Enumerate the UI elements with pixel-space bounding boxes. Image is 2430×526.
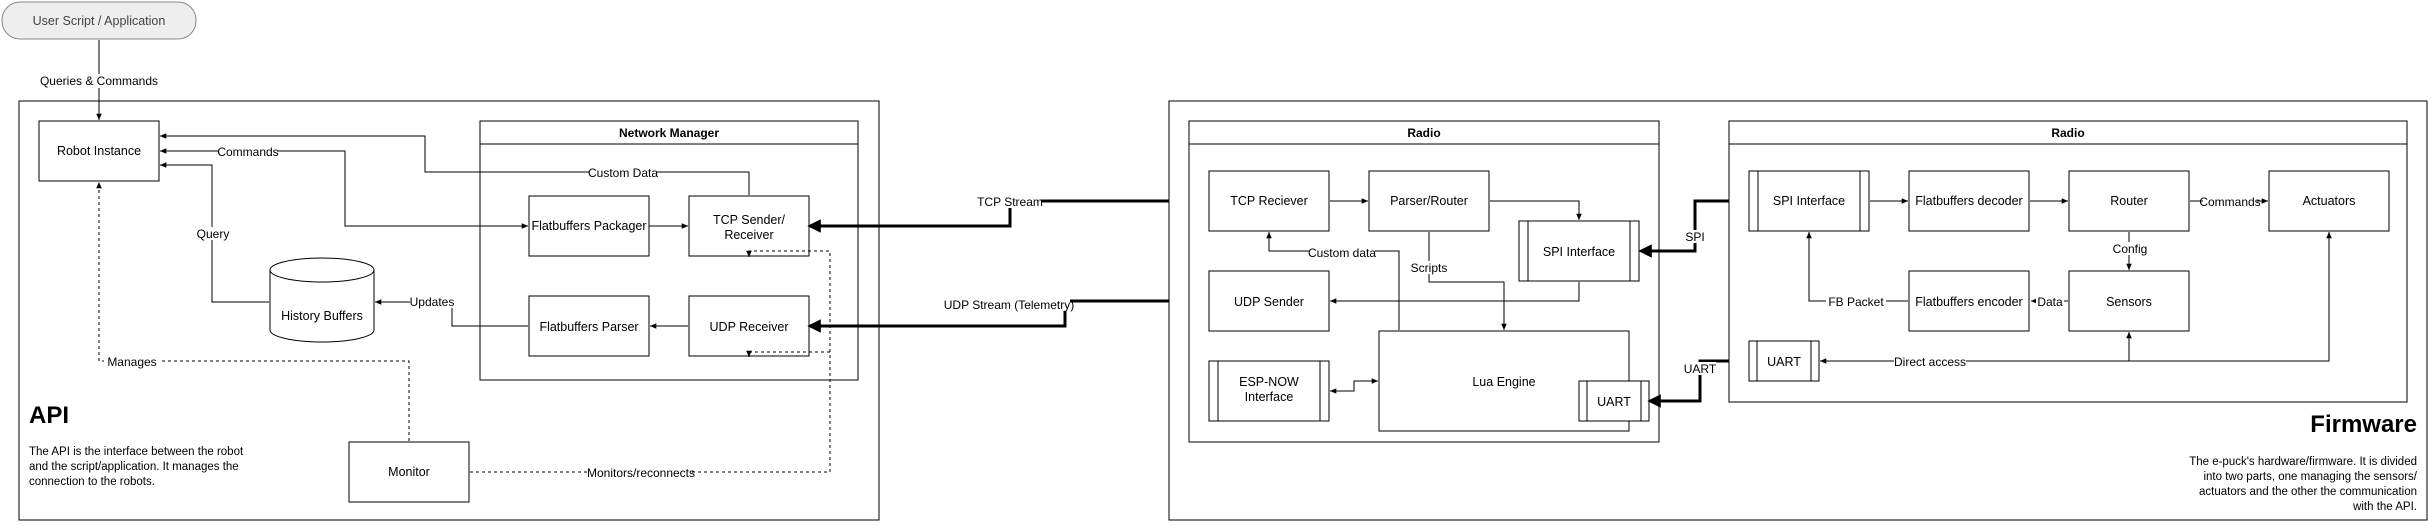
firmware-desc-line-2: into two parts, one managing the sensors… (2203, 471, 2417, 483)
uart-link (1647, 354, 1751, 408)
edge-monitors-udp (746, 350, 830, 357)
tcp-stream-link (807, 194, 1210, 233)
radio-right-title: Radio (2051, 126, 2084, 140)
tcp-stream-label: TCP Stream (977, 195, 1043, 209)
robot-instance-label: Robot Instance (57, 144, 141, 158)
lua-engine-label: Lua Engine (1472, 375, 1535, 389)
udp-receiver-label: UDP Receiver (710, 320, 789, 334)
flatbuffers-parser-node (528, 295, 650, 357)
spi-interface-left-label: SPI Interface (1543, 245, 1615, 259)
flatbuffers-decoder-node (1908, 170, 2030, 232)
spi-link-label: SPI (1685, 230, 1704, 244)
firmware-title: Firmware (2310, 411, 2417, 438)
network-manager-title: Network Manager (619, 126, 719, 140)
api-desc-line-3: connection to the robots. (29, 476, 155, 488)
edge-direct-access (1820, 232, 2332, 364)
firmware-desc-line-3: actuators and the other the communicatio… (2199, 486, 2417, 498)
uart-left-node (1578, 380, 1650, 422)
esp-now-interface-node (1208, 360, 1330, 422)
flatbuffers-packager-node (528, 195, 650, 257)
edge-custom-data-label: Custom Data (588, 166, 658, 180)
firmware-desc-line-1: The e-puck's hardware/firmware. It is di… (2189, 456, 2417, 468)
api-desc-line-1: The API is the interface between the rob… (29, 446, 244, 458)
router-label: Router (2110, 194, 2148, 208)
edge-manages-label: Manages (107, 355, 156, 369)
parser-router-node (1368, 170, 1490, 232)
edge-parser-to-spi (1490, 200, 1582, 220)
api-desc-line-2: and the script/application. It manages t… (29, 461, 239, 473)
uart-link-label: UART (1684, 362, 1717, 376)
edge-config-label: Config (2113, 242, 2148, 256)
edge-updates-label: Updates (410, 295, 455, 309)
router-node (2068, 170, 2190, 232)
spi-link (1638, 194, 1751, 258)
edge-monitors-tcp (470, 250, 831, 473)
esp-now-label-1: ESP-NOW (1239, 375, 1299, 389)
edge-esp-lua (1330, 378, 1378, 394)
edge-scripts (1428, 232, 1507, 330)
user-script-node (1, 1, 197, 40)
edge-query-label: Query (197, 227, 230, 241)
sensors-label: Sensors (2106, 295, 2152, 309)
actuators-node (2268, 170, 2390, 232)
history-buffers-node (269, 257, 375, 343)
uart-right-label: UART (1767, 355, 1801, 369)
edge-commands-fw-label: Commands (2199, 195, 2260, 209)
edge-scripts-label: Scripts (1411, 261, 1448, 275)
flatbuffers-packager-label: Flatbuffers Packager (531, 219, 646, 233)
edge-fb-packet-label: FB Packet (1828, 295, 1884, 309)
edge-direct-access-label: Direct access (1894, 355, 1966, 369)
flatbuffers-parser-label: Flatbuffers Parser (539, 320, 638, 334)
uart-left-label: UART (1597, 395, 1631, 409)
tcp-sender-receiver-label-2: Receiver (724, 228, 773, 242)
udp-stream-label: UDP Stream (Telemetry) (944, 298, 1074, 312)
history-buffers-label: History Buffers (281, 309, 363, 323)
radio-right-container (1728, 120, 2408, 403)
tcp-sender-receiver-node (688, 195, 810, 257)
tcp-reciever-label: TCP Reciever (1230, 194, 1308, 208)
user-script-label: User Script / Application (33, 14, 166, 28)
flatbuffers-encoder-label: Flatbuffers encoder (1915, 295, 2022, 309)
edge-manages (96, 182, 410, 441)
edge-custom-data (160, 133, 750, 195)
radio-left-title: Radio (1407, 126, 1440, 140)
edge-monitors-label: Monitors/reconnects (587, 466, 695, 480)
spi-interface-right-node (1748, 170, 1870, 232)
udp-sender-node (1208, 270, 1330, 332)
tcp-sender-receiver-label-1: TCP Sender/ (713, 213, 786, 227)
edge-commands-label: Commands (217, 145, 278, 159)
esp-now-label-2: Interface (1245, 390, 1294, 404)
udp-stream-link (807, 299, 1207, 333)
parser-router-label: Parser/Router (1390, 194, 1468, 208)
monitor-label: Monitor (388, 465, 430, 479)
tcp-reciever-node (1208, 170, 1330, 232)
firmware-desc-line-4: with the API. (2352, 501, 2417, 513)
udp-sender-label: UDP Sender (1234, 295, 1304, 309)
flatbuffers-decoder-label: Flatbuffers decoder (1915, 194, 2022, 208)
spi-interface-left-node (1518, 220, 1640, 282)
actuators-label: Actuators (2303, 194, 2356, 208)
spi-interface-right-label: SPI Interface (1773, 194, 1845, 208)
edge-spi-to-udp (1330, 282, 1580, 304)
edge-data-label: Data (2037, 295, 2063, 309)
monitor-node (348, 441, 470, 503)
uart-right-node (1748, 340, 1820, 382)
robot-instance-node (38, 120, 160, 182)
edge-custom-data-fw-label: Custom data (1308, 246, 1376, 260)
edge-queries-commands-label: Queries & Commands (40, 74, 158, 88)
api-title: API (29, 402, 69, 429)
